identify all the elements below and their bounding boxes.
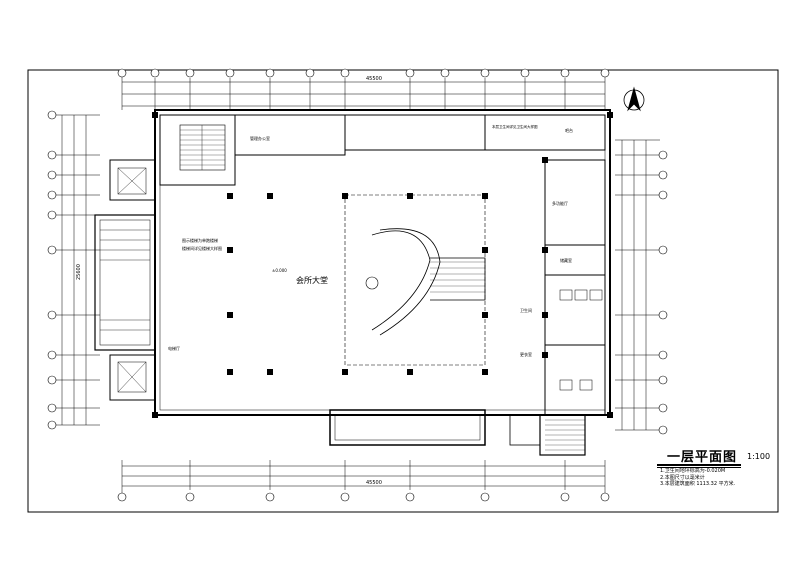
left-dimension-lines bbox=[56, 114, 100, 426]
right-rooms bbox=[544, 159, 606, 416]
bottom-axis-bubbles bbox=[117, 492, 610, 502]
bottom-dimension-lines bbox=[121, 460, 606, 496]
bottom-total-dim: 45500 bbox=[366, 480, 382, 486]
room-label-right-3: 卫生间 bbox=[520, 307, 532, 313]
ramp-left-lines bbox=[100, 229, 150, 331]
drawing-title: 一层平面图 bbox=[667, 450, 738, 465]
left-total-dim: 25600 bbox=[76, 264, 82, 280]
room-label-right-1: 多功能厅 bbox=[552, 200, 568, 206]
left-rooms bbox=[109, 159, 156, 401]
note-left-2: 楼梯间详见楼梯大样图 bbox=[182, 245, 222, 251]
right-axis-bubbles bbox=[658, 150, 668, 435]
grand-staircase bbox=[365, 228, 486, 336]
note-line: 3.本层建筑面积 1113.32 平方米. bbox=[660, 481, 736, 487]
top-axis-bubbles bbox=[117, 68, 610, 78]
room-label-right-4: 更衣室 bbox=[520, 351, 532, 357]
room-label-left-elevator: 电梯厅 bbox=[168, 345, 180, 351]
structural-columns bbox=[152, 112, 613, 418]
drawing-title-block: 一层平面图 1:100 bbox=[655, 446, 775, 506]
top-dimension-lines bbox=[121, 76, 606, 110]
note-left-1: 图示楼梯为单跑楼梯 bbox=[182, 237, 218, 243]
room-label-right-2: 储藏室 bbox=[560, 257, 572, 263]
room-label-lobby: 会所大堂 bbox=[296, 275, 328, 285]
right-dimension-lines bbox=[615, 139, 660, 431]
left-axis-bubbles bbox=[47, 110, 57, 430]
sheet-border bbox=[27, 69, 779, 513]
room-label-top-right: 吧台 bbox=[565, 127, 573, 133]
drawing-scale: 1:100 bbox=[747, 452, 771, 461]
note-line: 1.卫生间地坪标高为-0.020M bbox=[660, 468, 726, 474]
note-top-right: 本层卫生间详见卫生间大样图 bbox=[492, 124, 538, 129]
note-line: 2.本图尺寸以毫米计 bbox=[660, 474, 705, 481]
north-arrow-icon bbox=[623, 86, 645, 112]
title-underline bbox=[657, 464, 741, 466]
drawing-notes: 1.卫生间地坪标高为-0.020M 2.本图尺寸以毫米计 3.本层建筑面积 11… bbox=[660, 468, 780, 488]
lobby-elevation: ±0.000 bbox=[272, 268, 287, 273]
top-rooms bbox=[159, 114, 606, 186]
stair-top-left-treads bbox=[180, 129, 225, 166]
stair-bottom-right-treads bbox=[545, 419, 585, 451]
title-underline-thin bbox=[657, 467, 741, 468]
room-label-top-left: 管理办公室 bbox=[250, 135, 270, 141]
building-outline bbox=[94, 109, 611, 456]
top-total-dim: 45500 bbox=[366, 76, 382, 82]
